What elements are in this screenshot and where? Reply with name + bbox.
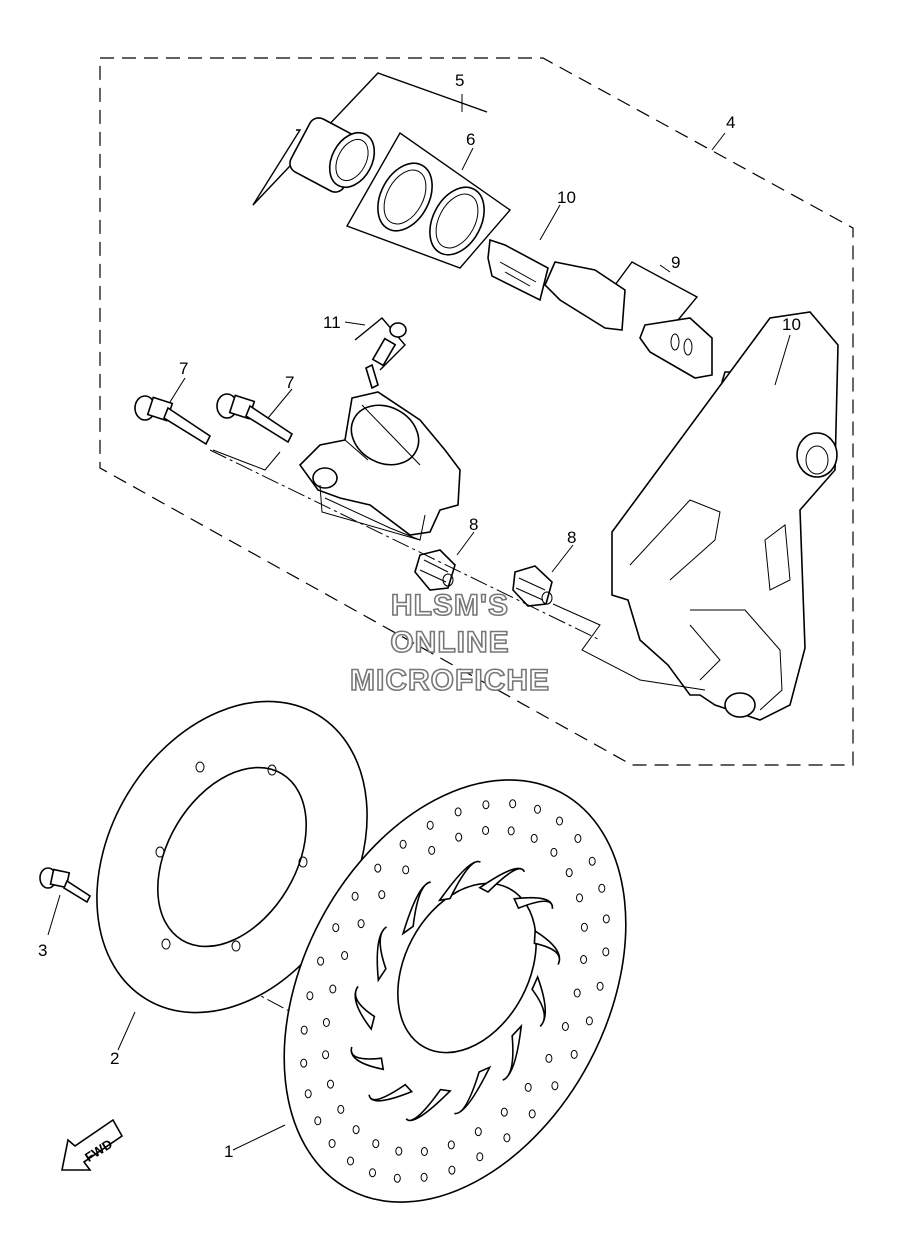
part-8-boot-right [512, 565, 553, 607]
watermark-line-3: MICROFICHE [350, 664, 550, 697]
callout-8-left: 8 [469, 515, 478, 534]
caliper-body [298, 391, 461, 541]
callout-8-right: 8 [567, 528, 576, 547]
callout-5: 5 [455, 71, 464, 90]
axis-line-upper [209, 449, 601, 641]
part-7-slide-pin-left [134, 395, 212, 446]
forward-direction-arrow-icon: FWD [61, 1118, 124, 1171]
callout-9: 9 [671, 253, 680, 272]
watermark-line-1: HLSM'S [391, 589, 509, 622]
callout-3: 3 [38, 941, 47, 960]
part-10-pad-clip-left [487, 238, 549, 302]
watermark: HLSM'S ONLINE MICROFICHE [349, 588, 550, 698]
caliper-assembly-boundary [99, 57, 854, 766]
callout-11: 11 [323, 313, 341, 332]
part-6-seal-kit [345, 131, 512, 269]
callout-7-right: 7 [285, 373, 294, 392]
part-8-boot-left [414, 549, 456, 591]
callout-10-upper: 10 [557, 188, 576, 207]
watermark-line-2: ONLINE [390, 626, 509, 659]
part-7-slide-pin-right [216, 393, 294, 444]
part-5-piston [252, 72, 488, 206]
callout-1: 1 [224, 1142, 233, 1161]
part-2-disc-adapter [96, 700, 368, 1014]
part-3-bolt [39, 867, 92, 904]
callout-6: 6 [466, 130, 475, 149]
part-9-brake-pads [544, 261, 713, 379]
callout-2: 2 [110, 1049, 119, 1068]
part-1-brake-disc [283, 779, 627, 1203]
callout-4: 4 [726, 113, 735, 132]
caliper-bracket [611, 311, 839, 721]
callout-leaders [47, 94, 791, 1151]
callout-7-left: 7 [179, 359, 188, 378]
part-11-bleed-screw [354, 317, 407, 390]
callout-10-lower: 10 [782, 315, 801, 334]
